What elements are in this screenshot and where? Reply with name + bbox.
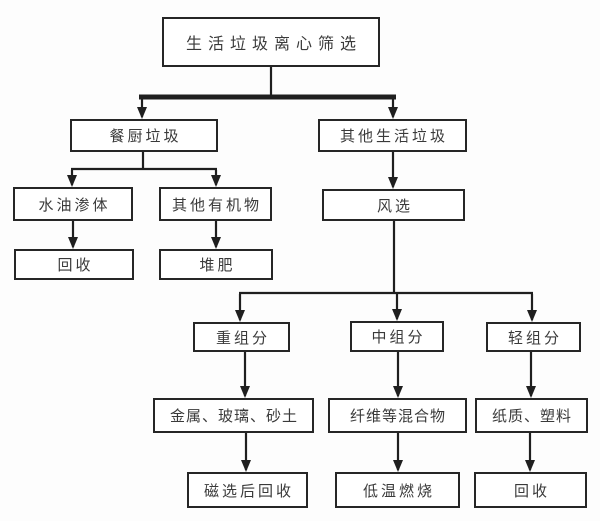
node-compost: 堆肥 [159,249,273,280]
node-paper-plastic: 纸质、塑料 [475,398,588,433]
node-middle-fraction: 中组分 [350,321,444,352]
node-heavy-fraction: 重组分 [193,322,290,352]
node-fiber-mixture: 纤维等混合物 [328,398,467,433]
node-household-waste-screening: 生活垃圾离心筛选 [162,17,380,67]
node-recycle-left: 回收 [14,249,134,280]
node-metal-glass-sand: 金属、玻璃、砂土 [153,398,314,433]
node-magnetic-sorting-recycle: 磁选后回收 [187,472,308,508]
node-kitchen-waste: 餐厨垃圾 [70,119,218,152]
node-other-household-waste: 其他生活垃圾 [318,119,467,152]
node-air-separation: 风选 [322,189,465,221]
node-low-temperature-burning: 低温燃烧 [335,472,460,508]
node-recycle-right: 回收 [474,472,587,508]
node-other-organic-matter: 其他有机物 [159,187,272,221]
node-light-fraction: 轻组分 [486,322,581,352]
node-water-oil-seepage: 水油渗体 [13,187,133,221]
